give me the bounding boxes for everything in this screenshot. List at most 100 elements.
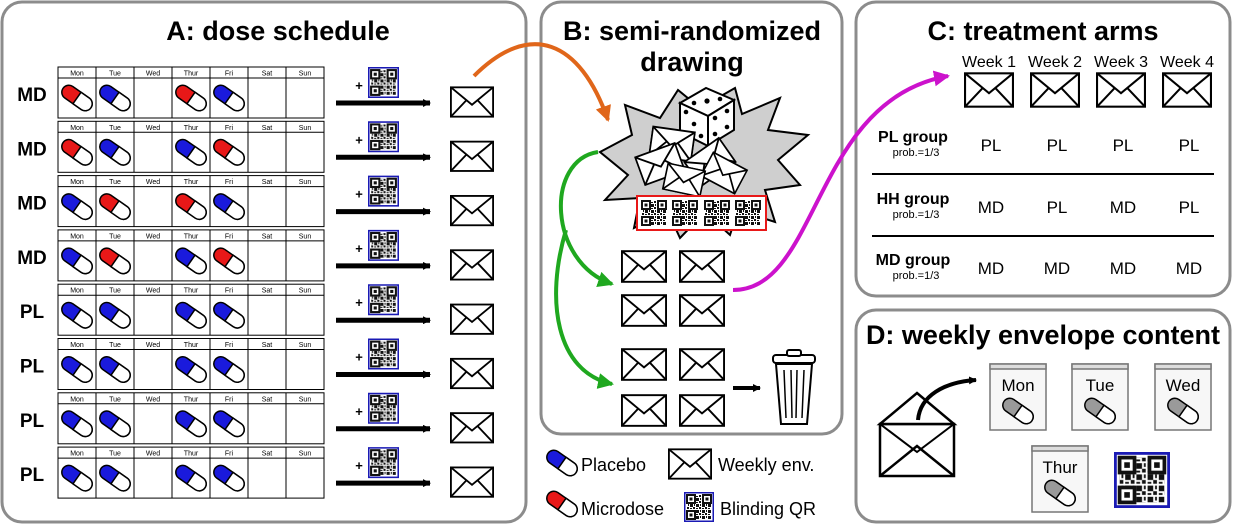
- placebo-pill-icon: [175, 464, 207, 492]
- panel-c-title: C: treatment arms: [927, 16, 1158, 46]
- day-header: Fri: [225, 71, 234, 78]
- pill-bag-icon: Wed: [1154, 363, 1212, 431]
- placebo-pill-icon: [175, 356, 207, 383]
- day-header: Sun: [299, 125, 312, 132]
- group-probability: prob.=1/3: [893, 147, 940, 159]
- bag-day-label: Thur: [1043, 458, 1078, 477]
- day-header: Sun: [299, 396, 312, 403]
- day-header: Tue: [109, 71, 121, 78]
- legend-placebo-label: Placebo: [581, 455, 646, 475]
- day-header: Sat: [262, 125, 273, 132]
- qr-icon: [368, 121, 399, 153]
- legend: Placebo Microdose Weekly env. Blinding Q…: [546, 448, 816, 522]
- day-header: Sat: [262, 342, 273, 349]
- orange-arrow: [472, 42, 611, 122]
- placebo-pill-icon: [175, 410, 207, 438]
- placebo-pill-icon: [175, 301, 207, 329]
- placebo-pill-icon: [175, 247, 207, 275]
- group-probability: prob.=1/3: [893, 270, 940, 282]
- placebo-pill-icon: [213, 84, 245, 112]
- envelope-icon: [450, 140, 494, 172]
- day-header: Wed: [146, 288, 160, 295]
- arm-cell: MD: [1110, 198, 1136, 217]
- day-header: Sun: [299, 288, 312, 295]
- day-header: Mon: [70, 233, 84, 240]
- plus-sign: +: [355, 404, 363, 419]
- day-header: Mon: [70, 71, 84, 78]
- group-name: PL group: [878, 129, 948, 146]
- envelope-icon: [450, 357, 494, 390]
- grey-pill-icon: [1044, 479, 1076, 507]
- microdose-pill-icon: [213, 138, 245, 166]
- envelope-icon: [964, 72, 1014, 108]
- grey-pill-icon: [1167, 397, 1199, 425]
- day-header: Thur: [184, 179, 199, 186]
- row-label: MD: [17, 248, 47, 269]
- group-probability: prob.=1/3: [893, 209, 940, 221]
- day-header: Sat: [262, 71, 273, 78]
- placebo-pill-icon: [61, 193, 93, 221]
- day-header: Thur: [184, 71, 199, 78]
- day-header: Sat: [262, 288, 273, 295]
- qr-icon: [368, 447, 399, 479]
- day-header: Thur: [184, 342, 199, 349]
- envelope-qr-icon: [1114, 452, 1170, 508]
- day-header: Thur: [184, 451, 199, 458]
- envelope-icon: [621, 394, 667, 427]
- placebo-pill-icon: [213, 301, 245, 329]
- bag-day-label: Mon: [1001, 376, 1034, 395]
- day-header: Mon: [70, 288, 84, 295]
- group-name: HH group: [877, 191, 950, 208]
- plus-sign: +: [355, 78, 363, 93]
- day-header: Tue: [109, 288, 121, 295]
- envelope-icon: [621, 250, 667, 283]
- placebo-pill-icon: [61, 301, 93, 329]
- placebo-pill-icon: [99, 464, 131, 492]
- green-arrow-discarded: [554, 229, 614, 389]
- day-header: Mon: [70, 179, 84, 186]
- week-header: Week 1: [962, 54, 1016, 71]
- microdose-pill-icon: [61, 84, 93, 112]
- arm-cell: PL: [1113, 136, 1134, 155]
- qr-strip: [636, 195, 767, 231]
- day-header: Wed: [146, 396, 160, 403]
- day-header: Sat: [262, 396, 273, 403]
- day-header: Tue: [109, 125, 121, 132]
- placebo-pill-icon: [61, 410, 93, 438]
- placebo-pill-icon: [213, 193, 245, 221]
- week-header: Week 2: [1028, 54, 1082, 71]
- unpack-arrow: [916, 376, 977, 421]
- microdose-pill-icon: [175, 84, 207, 112]
- envelope-icon: [450, 86, 494, 118]
- plus-sign: +: [355, 295, 363, 310]
- envelope-icon: [1030, 72, 1080, 108]
- day-header: Mon: [70, 451, 84, 458]
- envelope-icon: [1162, 72, 1212, 108]
- arm-cell: PL: [1047, 198, 1068, 217]
- legend-placebo-pill: [546, 449, 578, 477]
- row-label: PL: [20, 357, 45, 378]
- envelope-icon: [1096, 72, 1146, 108]
- legend-envelope-icon: [668, 448, 712, 480]
- plus-sign: +: [355, 132, 363, 147]
- day-header: Fri: [225, 342, 234, 349]
- row-label: PL: [20, 411, 45, 432]
- qr-icon: [368, 284, 399, 316]
- envelope-icon: [679, 294, 725, 327]
- grey-pill-icon: [1084, 397, 1116, 425]
- plus-sign: +: [355, 350, 363, 365]
- day-header: Thur: [184, 288, 199, 295]
- day-header: Fri: [225, 233, 234, 240]
- row-label: MD: [17, 139, 47, 160]
- envelope-icon: [450, 466, 494, 498]
- panel-a-title: A: dose schedule: [166, 16, 390, 46]
- legend-qr-icon: [684, 492, 714, 522]
- panel-b-title-line1: B: semi-randomized: [563, 16, 821, 46]
- microdose-pill-icon: [175, 193, 207, 221]
